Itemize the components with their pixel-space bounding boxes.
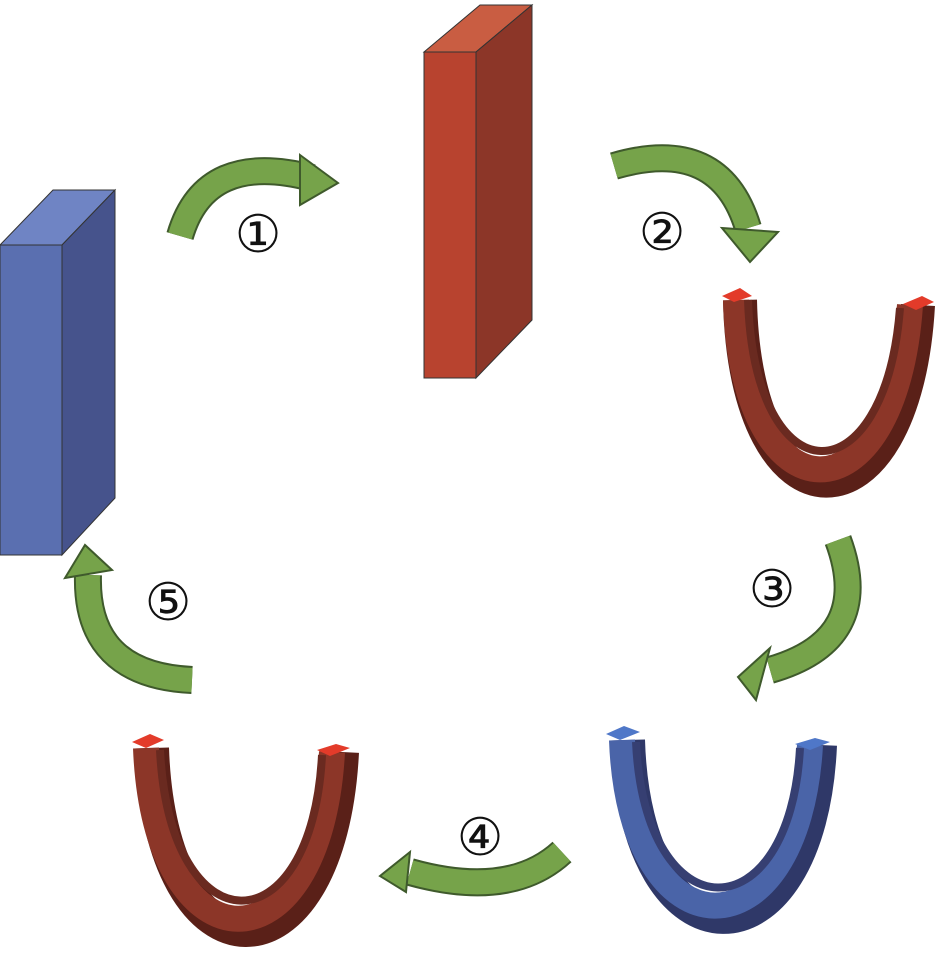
red-u-bent-part-1: [722, 288, 935, 498]
red-u-bent-part-2: [132, 734, 359, 947]
step-label-5: ⑤: [145, 573, 192, 633]
red-flat-bar: [422, 3, 534, 380]
blue-u-bent-part: [606, 726, 837, 934]
blue-flat-bar: [0, 188, 117, 557]
step-label-2: ②: [639, 203, 686, 263]
arrow-step-5: [63, 543, 193, 694]
step-label-3: ③: [749, 560, 796, 620]
arrow-step-2: [610, 144, 781, 264]
arrow-step-4: [378, 841, 572, 897]
step-label-4: ④: [457, 808, 504, 868]
arrow-step-3: [736, 535, 862, 703]
arrow-step-1: [166, 153, 340, 241]
step-label-1: ①: [235, 205, 282, 265]
